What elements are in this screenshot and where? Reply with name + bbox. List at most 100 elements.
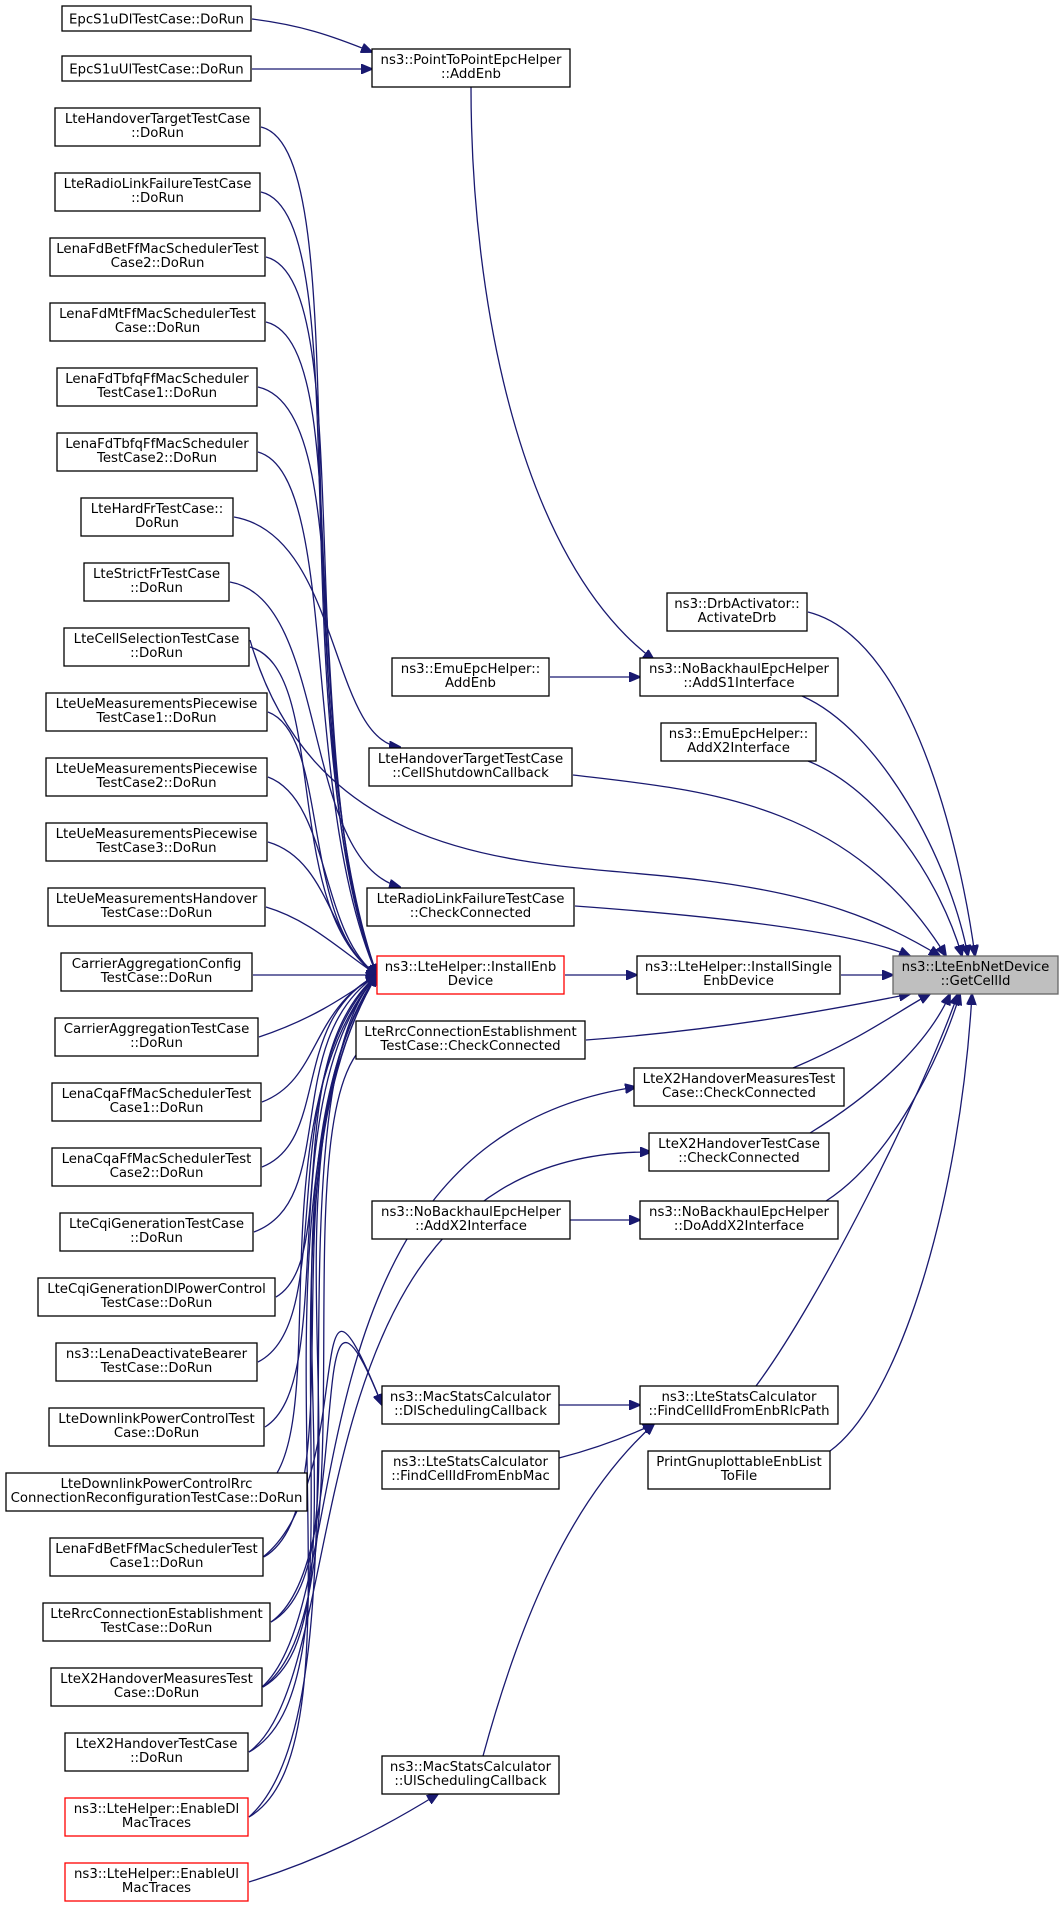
node-label-line: TestCase2::DoRun bbox=[95, 776, 216, 791]
graph-node-cqigen[interactable]: LteCqiGenerationTestCase::DoRun bbox=[59, 1212, 254, 1252]
node-box bbox=[633, 1067, 845, 1107]
node-label-line: TestCase3::DoRun bbox=[95, 841, 216, 856]
graph-node-macul[interactable]: ns3::MacStatsCalculator::UlSchedulingCal… bbox=[381, 1755, 560, 1795]
node-label-line: ::UlSchedulingCallback bbox=[394, 1774, 547, 1789]
node-label-line: ::AddS1Interface bbox=[683, 676, 794, 691]
graph-node-root[interactable]: ns3::LteEnbNetDevice::GetCellId bbox=[892, 955, 1059, 995]
call-edge-18 bbox=[258, 975, 377, 1038]
graph-node-dlpcrrc[interactable]: LteDownlinkPowerControlRrcConnectionReco… bbox=[5, 1472, 308, 1512]
node-label-line: LteX2HandoverTestCase bbox=[76, 1737, 238, 1752]
graph-node-rlfcheck[interactable]: LteRadioLinkFailureTestCase::CheckConnec… bbox=[366, 887, 575, 927]
node-label-line: ns3::MacStatsCalculator bbox=[390, 1390, 552, 1405]
call-edge-42 bbox=[482, 1424, 654, 1757]
graph-node-x2homcheck[interactable]: LteX2HandoverMeasuresTestCase::CheckConn… bbox=[633, 1067, 845, 1107]
node-box bbox=[391, 657, 550, 697]
graph-node-cellsel[interactable]: LteCellSelectionTestCase::DoRun bbox=[63, 627, 250, 667]
node-box bbox=[639, 1200, 839, 1240]
graph-node-epcul[interactable]: EpcS1uUlTestCase::DoRun bbox=[61, 55, 252, 82]
node-box bbox=[45, 757, 268, 797]
node-label-line: TestCase2::DoRun bbox=[96, 451, 217, 466]
graph-node-fromrlc[interactable]: ns3::LteStatsCalculator::FindCellIdFromE… bbox=[639, 1385, 839, 1425]
node-label-line: DoRun bbox=[135, 516, 179, 531]
graph-node-p2p[interactable]: ns3::PointToPointEpcHelper::AddEnb bbox=[371, 48, 571, 88]
node-label-line: EpcS1uUlTestCase::DoRun bbox=[69, 63, 243, 78]
node-box bbox=[381, 1385, 560, 1425]
call-edge-36 bbox=[262, 1037, 377, 1688]
graph-node-rlf[interactable]: LteRadioLinkFailureTestCase::DoRun bbox=[54, 172, 261, 212]
graph-node-strictfr[interactable]: LteStrictFrTestCase::DoRun bbox=[83, 562, 230, 602]
node-box bbox=[639, 1385, 839, 1425]
node-box bbox=[50, 1667, 263, 1707]
call-edge-10 bbox=[233, 516, 400, 747]
node-label-line: Case1::DoRun bbox=[110, 1556, 204, 1571]
graph-node-nbs1[interactable]: ns3::NoBackhaulEpcHelper::AddS1Interface bbox=[639, 657, 839, 697]
graph-node-rrccheck[interactable]: LteRrcConnectionEstablishmentTestCase::C… bbox=[355, 1020, 586, 1060]
node-box bbox=[60, 952, 253, 992]
node-label-line: TestCase::DoRun bbox=[100, 1296, 213, 1311]
call-edge-35 bbox=[248, 1152, 651, 1753]
node-label-line: LenaCqaFfMacSchedulerTest bbox=[62, 1087, 252, 1102]
graph-node-catest[interactable]: CarrierAggregationTestCase::DoRun bbox=[54, 1017, 259, 1057]
node-label-line: Device bbox=[448, 974, 493, 989]
node-label-line: ::DoRun bbox=[130, 1036, 183, 1051]
node-box bbox=[64, 1732, 249, 1772]
call-edge-51 bbox=[792, 994, 930, 1069]
graph-node-uepw1[interactable]: LteUeMeasurementsPiecewiseTestCase1::DoR… bbox=[45, 692, 268, 732]
call-edge-20 bbox=[261, 975, 377, 1168]
node-label-line: CarrierAggregationConfig bbox=[72, 957, 242, 972]
graph-node-uepw3[interactable]: LteUeMeasurementsPiecewiseTestCase3::DoR… bbox=[45, 822, 268, 862]
node-label-line: AddX2Interface bbox=[687, 741, 790, 756]
graph-node-rrcest[interactable]: LteRrcConnectionEstablishmentTestCase::D… bbox=[42, 1602, 271, 1642]
graph-node-hardfr[interactable]: LteHardFrTestCase::DoRun bbox=[80, 497, 234, 537]
graph-node-emuaddenb[interactable]: ns3::EmuEpcHelper::AddEnb bbox=[391, 657, 550, 697]
graph-node-nbdox2[interactable]: ns3::NoBackhaulEpcHelper::DoAddX2Interfa… bbox=[639, 1200, 839, 1240]
graph-node-hoshut[interactable]: LteHandoverTargetTestCase::CellShutdownC… bbox=[368, 747, 573, 787]
node-label-line: LenaFdBetFfMacSchedulerTest bbox=[56, 242, 259, 257]
node-box bbox=[5, 1472, 308, 1512]
graph-node-drbact[interactable]: ns3::DrbActivator::ActivateDrb bbox=[666, 592, 808, 632]
call-edge-33 bbox=[270, 1341, 382, 1623]
node-box bbox=[381, 1755, 560, 1795]
graph-node-cqidlpc[interactable]: LteCqiGenerationDlPowerControlTestCase::… bbox=[37, 1277, 276, 1317]
node-label-line: LteRadioLinkFailureTestCase bbox=[64, 177, 252, 192]
graph-node-x2ho[interactable]: LteX2HandoverTestCase::DoRun bbox=[64, 1732, 249, 1772]
node-label-line: MacTraces bbox=[122, 1816, 191, 1831]
graph-node-x2hocheck[interactable]: LteX2HandoverTestCase::CheckConnected bbox=[648, 1132, 830, 1172]
node-label-line: EpcS1uDlTestCase::DoRun bbox=[69, 13, 244, 28]
node-box bbox=[59, 1212, 254, 1252]
node-box bbox=[48, 1407, 265, 1447]
node-box bbox=[54, 107, 261, 147]
graph-node-emux2[interactable]: ns3::EmuEpcHelper::AddX2Interface bbox=[660, 722, 817, 762]
graph-node-nbx2add[interactable]: ns3::NoBackhaulEpcHelper::AddX2Interface bbox=[371, 1200, 571, 1240]
graph-node-frommac[interactable]: ns3::LteStatsCalculator::FindCellIdFromE… bbox=[381, 1450, 560, 1490]
call-edge-31 bbox=[248, 975, 377, 1818]
node-label-line: ::DoRun bbox=[130, 581, 183, 596]
graph-node-hotarget[interactable]: LteHandoverTargetTestCase::DoRun bbox=[54, 107, 261, 147]
node-label-line: LteUeMeasurementsHandover bbox=[56, 892, 258, 907]
node-label-line: TestCase1::DoRun bbox=[95, 711, 216, 726]
node-label-line: ::CellShutdownCallback bbox=[392, 766, 549, 781]
graph-node-uepw2[interactable]: LteUeMeasurementsPiecewiseTestCase2::DoR… bbox=[45, 757, 268, 797]
graph-node-macdl[interactable]: ns3::MacStatsCalculator::DlSchedulingCal… bbox=[381, 1385, 560, 1425]
graph-node-epcdl[interactable]: EpcS1uDlTestCase::DoRun bbox=[61, 5, 252, 32]
node-label-line: TestCase::DoRun bbox=[100, 1621, 213, 1636]
node-label-line: LteCellSelectionTestCase bbox=[74, 632, 240, 647]
node-label-line: LenaFdBetFfMacSchedulerTest bbox=[55, 1542, 258, 1557]
